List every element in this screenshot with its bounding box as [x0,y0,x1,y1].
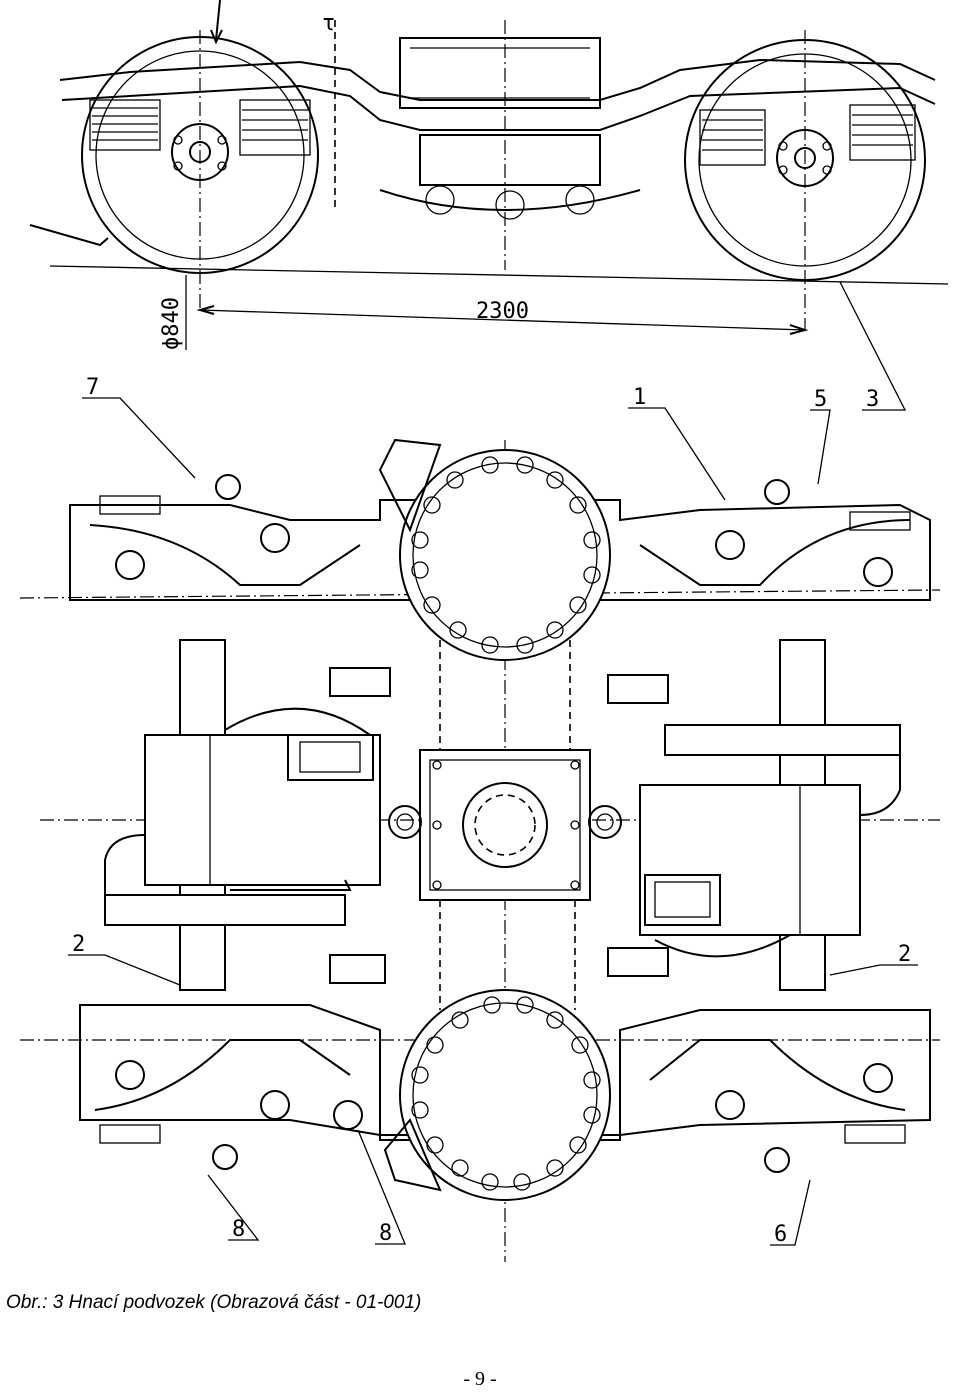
wheelbase-dimension: 2300 [476,299,529,324]
bogie-technical-drawing: τ 2300 ϕ840 [19,0,949,1262]
callout-7: 8 [379,1221,392,1246]
lower-side-frame [79,1004,931,1144]
right-spring-pack [699,104,916,166]
wheelbase-dimension-line [199,309,806,331]
upper-gear-cover [378,438,611,661]
leader-lines [68,281,918,1246]
callout-1: 1 [633,385,646,410]
air-spring [399,37,601,109]
plan-view: 7 1 5 3 2 2 8 8 6 [19,281,941,1262]
callout-3: 3 [866,387,879,412]
callout-2-left: 2 [72,932,85,957]
callout-6: 7 [86,375,99,400]
callout-2-right: 2 [898,942,911,967]
top-arrow [215,0,221,41]
page-number: - 9 - [463,1368,497,1390]
central-bolster-plate [388,749,622,901]
upper-side-frame [69,495,931,601]
lower-gear-cover [383,989,611,1201]
wheel-diameter-dimension: ϕ840 [159,297,184,350]
figure-caption: Obr.: 3 Hnací podvozek (Obrazová část - … [6,1292,422,1313]
right-traction-motor [639,724,901,958]
callout-8-left: 8 [232,1217,245,1242]
left-traction-motor [104,707,381,926]
rail-line [49,265,949,285]
callout-5: 5 [814,387,827,412]
top-mark: τ [322,11,335,36]
side-elevation-view: τ 2300 ϕ840 [29,0,949,350]
callout-8-right: 6 [774,1222,787,1247]
left-spring-pack [89,99,311,156]
